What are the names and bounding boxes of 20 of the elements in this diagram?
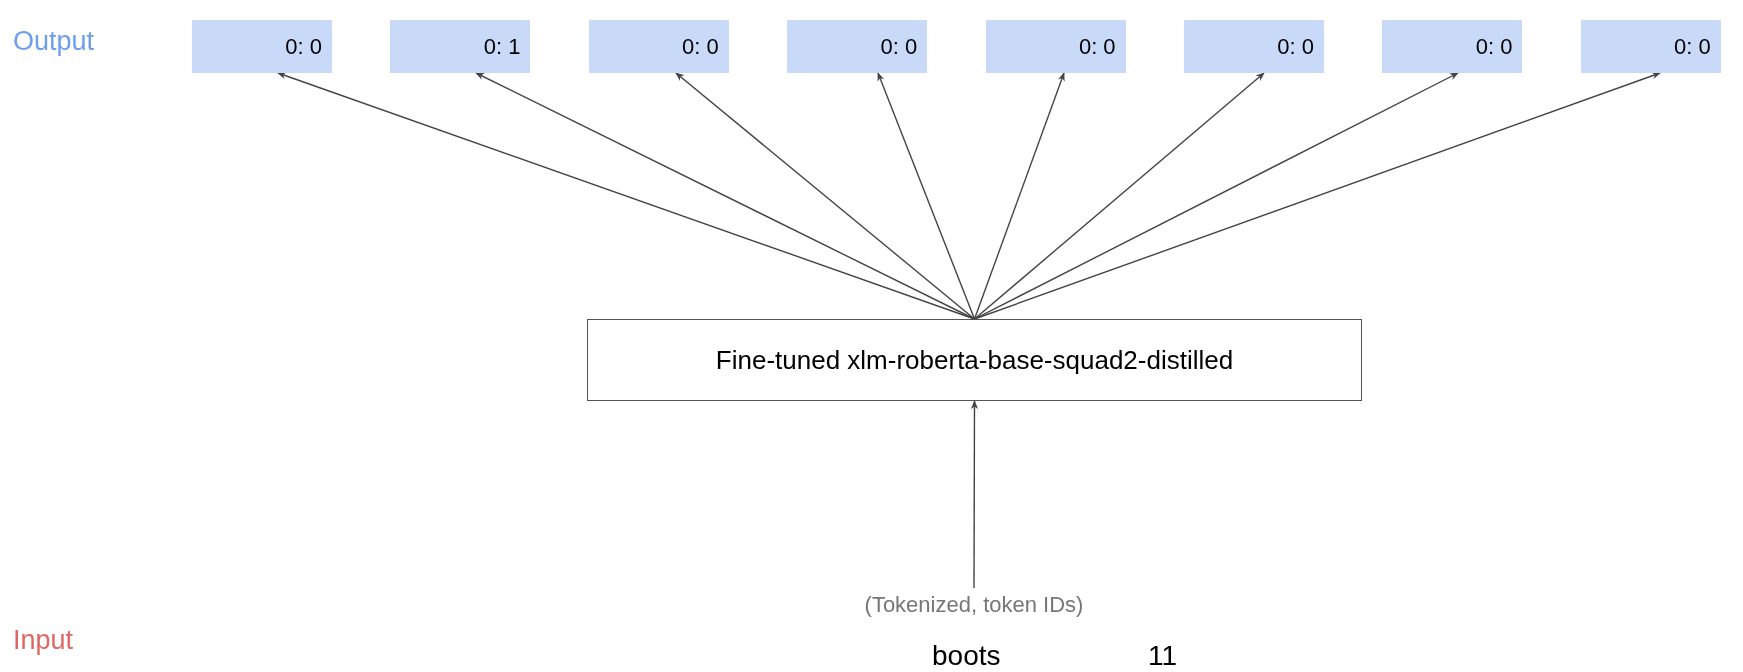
arrow: [675, 72, 976, 320]
output-box: 0: 0: [1184, 20, 1324, 73]
output-label: Output: [13, 26, 95, 57]
arrow: [877, 72, 976, 320]
output-box: 0: 0: [588, 20, 729, 73]
output-box: 0: 0: [1382, 20, 1523, 73]
input-label: Input: [13, 625, 74, 656]
token-text: boots: [932, 640, 1001, 672]
arrow: [973, 72, 1065, 320]
output-box: 0: 0: [985, 20, 1126, 73]
token-text: 11: [1148, 640, 1178, 672]
output-box: 0: 0: [1580, 20, 1721, 73]
arrow: [973, 72, 1265, 320]
output-box: 0: 1: [390, 20, 531, 73]
input-caption: (Tokenized, token IDs): [864, 592, 1084, 618]
output-box: 0: 0: [192, 20, 332, 73]
arrow: [970, 400, 979, 589]
output-box: 0: 0: [787, 20, 928, 73]
model-name: Fine-tuned xlm-roberta-base-squad2-distilled: [714, 343, 1235, 377]
model-box: [587, 319, 1362, 401]
